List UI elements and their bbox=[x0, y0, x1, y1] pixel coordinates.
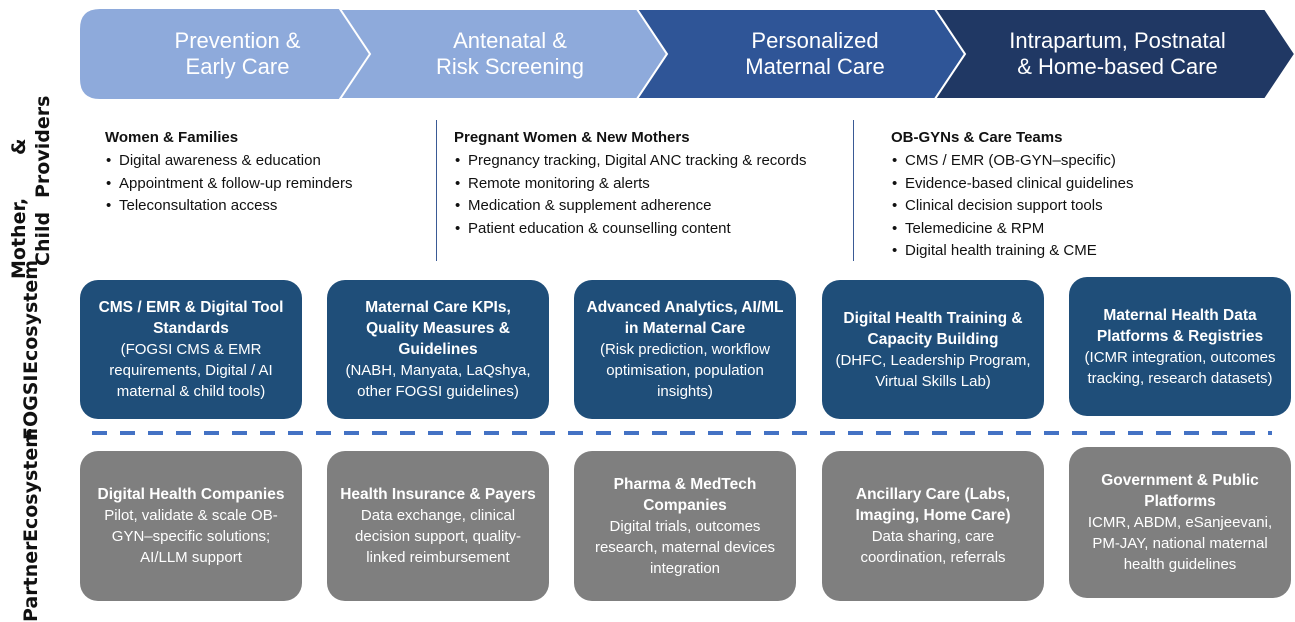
fogsi-box-cms-emr: CMS / EMR & Digital Tool Standards(FOGSI… bbox=[80, 280, 302, 419]
stage-arrow-1 bbox=[80, 9, 370, 99]
stage-intrapartum: Intrapartum, Postnatal& Home-based Care bbox=[975, 9, 1260, 99]
stage-antenatal: Antenatal &Risk Screening bbox=[385, 9, 635, 99]
list-item: Remote monitoring & alerts bbox=[454, 173, 806, 196]
fogsi-box-analytics: Advanced Analytics, AI/ML in Maternal Ca… bbox=[574, 280, 796, 419]
stage-label: Risk Screening bbox=[436, 54, 584, 79]
group-title: Pregnant Women & New Mothers bbox=[454, 129, 690, 146]
dashed-separator bbox=[92, 431, 1272, 435]
stage-arrow-4 bbox=[933, 8, 1295, 100]
stage-label: Intrapartum, Postnatal bbox=[1009, 28, 1226, 53]
group-women-families: Women & Families Digital awareness & edu… bbox=[105, 127, 352, 218]
stage-label: Maternal Care bbox=[745, 54, 885, 79]
list-item: Evidence-based clinical guidelines bbox=[891, 173, 1133, 196]
list-item: Patient education & counselling content bbox=[454, 218, 806, 241]
divider bbox=[853, 120, 854, 261]
fogsi-box-data-platforms: Maternal Health Data Platforms & Registr… bbox=[1069, 277, 1291, 416]
group-title: OB-GYNs & Care Teams bbox=[891, 129, 1063, 146]
stage-label: Personalized bbox=[751, 28, 879, 53]
list-item: Pregnancy tracking, Digital ANC tracking… bbox=[454, 150, 806, 173]
stage-prevention: Prevention &Early Care bbox=[120, 9, 355, 99]
stage-label: Prevention & bbox=[174, 28, 301, 53]
partner-box-ancillary: Ancillary Care (Labs, Imaging, Home Care… bbox=[822, 451, 1044, 601]
group-pregnant-women: Pregnant Women & New Mothers Pregnancy t… bbox=[454, 127, 806, 240]
divider bbox=[436, 120, 437, 261]
list-item: Digital health training & CME bbox=[891, 240, 1133, 263]
list-item: Medication & supplement adherence bbox=[454, 195, 806, 218]
list-item: Teleconsultation access bbox=[105, 195, 352, 218]
group-title: Women & Families bbox=[105, 129, 239, 146]
list-item: Telemedicine & RPM bbox=[891, 218, 1133, 241]
fogsi-box-training: Digital Health Training & Capacity Build… bbox=[822, 280, 1044, 419]
stage-label: & Home-based Care bbox=[1017, 54, 1218, 79]
list-item: Digital awareness & education bbox=[105, 150, 352, 173]
stage-label: Early Care bbox=[185, 54, 290, 79]
list-item: Clinical decision support tools bbox=[891, 195, 1133, 218]
stage-arrows bbox=[80, 8, 1295, 100]
fogsi-box-kpis: Maternal Care KPIs, Quality Measures & G… bbox=[327, 280, 549, 419]
list-item: CMS / EMR (OB-GYN–specific) bbox=[891, 150, 1133, 173]
row-label-mother-child-providers: Mother, Child& Providers bbox=[8, 95, 54, 280]
stage-label: Antenatal & bbox=[453, 28, 567, 53]
list-item: Appointment & follow-up reminders bbox=[105, 173, 352, 196]
group-obgyn-care-teams: OB-GYNs & Care Teams CMS / EMR (OB-GYN–s… bbox=[891, 127, 1133, 263]
